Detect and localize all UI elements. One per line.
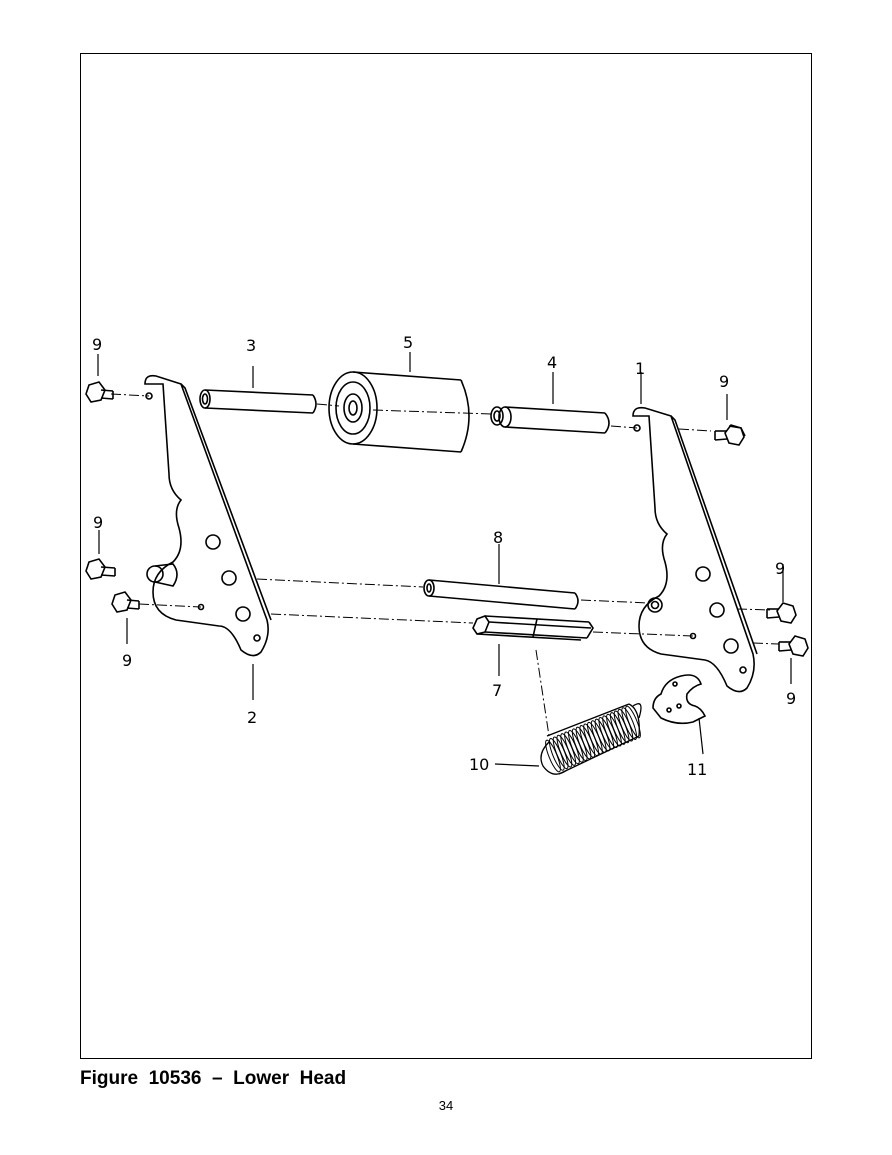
callout-labels: 9 3 5 4 1 9 8 9 9 9 7 9 2 10 11 <box>92 333 796 779</box>
callout-2: 2 <box>247 708 257 727</box>
callout-9: 9 <box>122 651 132 670</box>
callout-9: 9 <box>786 689 796 708</box>
right-side-plate <box>632 406 758 693</box>
figure-caption: Figure 10536 – Lower Head <box>80 1068 347 1089</box>
centerlines <box>110 393 780 737</box>
hex-spacer-7 <box>472 615 594 641</box>
exploded-view-diagram: 9 3 5 4 1 9 8 9 9 9 7 9 2 10 11 <box>85 333 809 779</box>
callout-5: 5 <box>403 333 413 352</box>
hex-bolt-9 <box>85 558 116 580</box>
hex-bolt-9 <box>778 635 809 657</box>
callout-7: 7 <box>492 681 502 700</box>
shaft-3 <box>199 389 317 414</box>
callout-9: 9 <box>775 559 785 578</box>
diagram-frame: 9 3 5 4 1 9 8 9 9 9 7 9 2 10 11 <box>80 53 812 1059</box>
callout-4: 4 <box>547 353 557 372</box>
callout-8: 8 <box>493 528 503 547</box>
lever-plate-11 <box>652 674 707 725</box>
callout-3: 3 <box>246 336 256 355</box>
spring-coil <box>621 707 638 740</box>
callout-9: 9 <box>93 513 103 532</box>
shaft-4 <box>490 406 610 434</box>
callout-9: 9 <box>92 335 102 354</box>
callout-11: 11 <box>687 760 707 779</box>
spring-coil <box>625 705 641 739</box>
left-side-plate <box>144 374 272 657</box>
spring-coils <box>545 705 641 773</box>
hex-bolt-9 <box>111 591 140 613</box>
roller-5 <box>328 371 470 453</box>
callout-10: 10 <box>469 755 489 774</box>
callout-9: 9 <box>719 372 729 391</box>
leader-lines <box>97 352 792 767</box>
hex-bolt-9 <box>766 602 797 624</box>
hex-bolt-9 <box>85 381 114 403</box>
callout-1: 1 <box>635 359 645 378</box>
rod-8 <box>423 579 579 610</box>
hex-bolt-9 <box>714 424 746 446</box>
page-number: 34 <box>438 1098 454 1113</box>
